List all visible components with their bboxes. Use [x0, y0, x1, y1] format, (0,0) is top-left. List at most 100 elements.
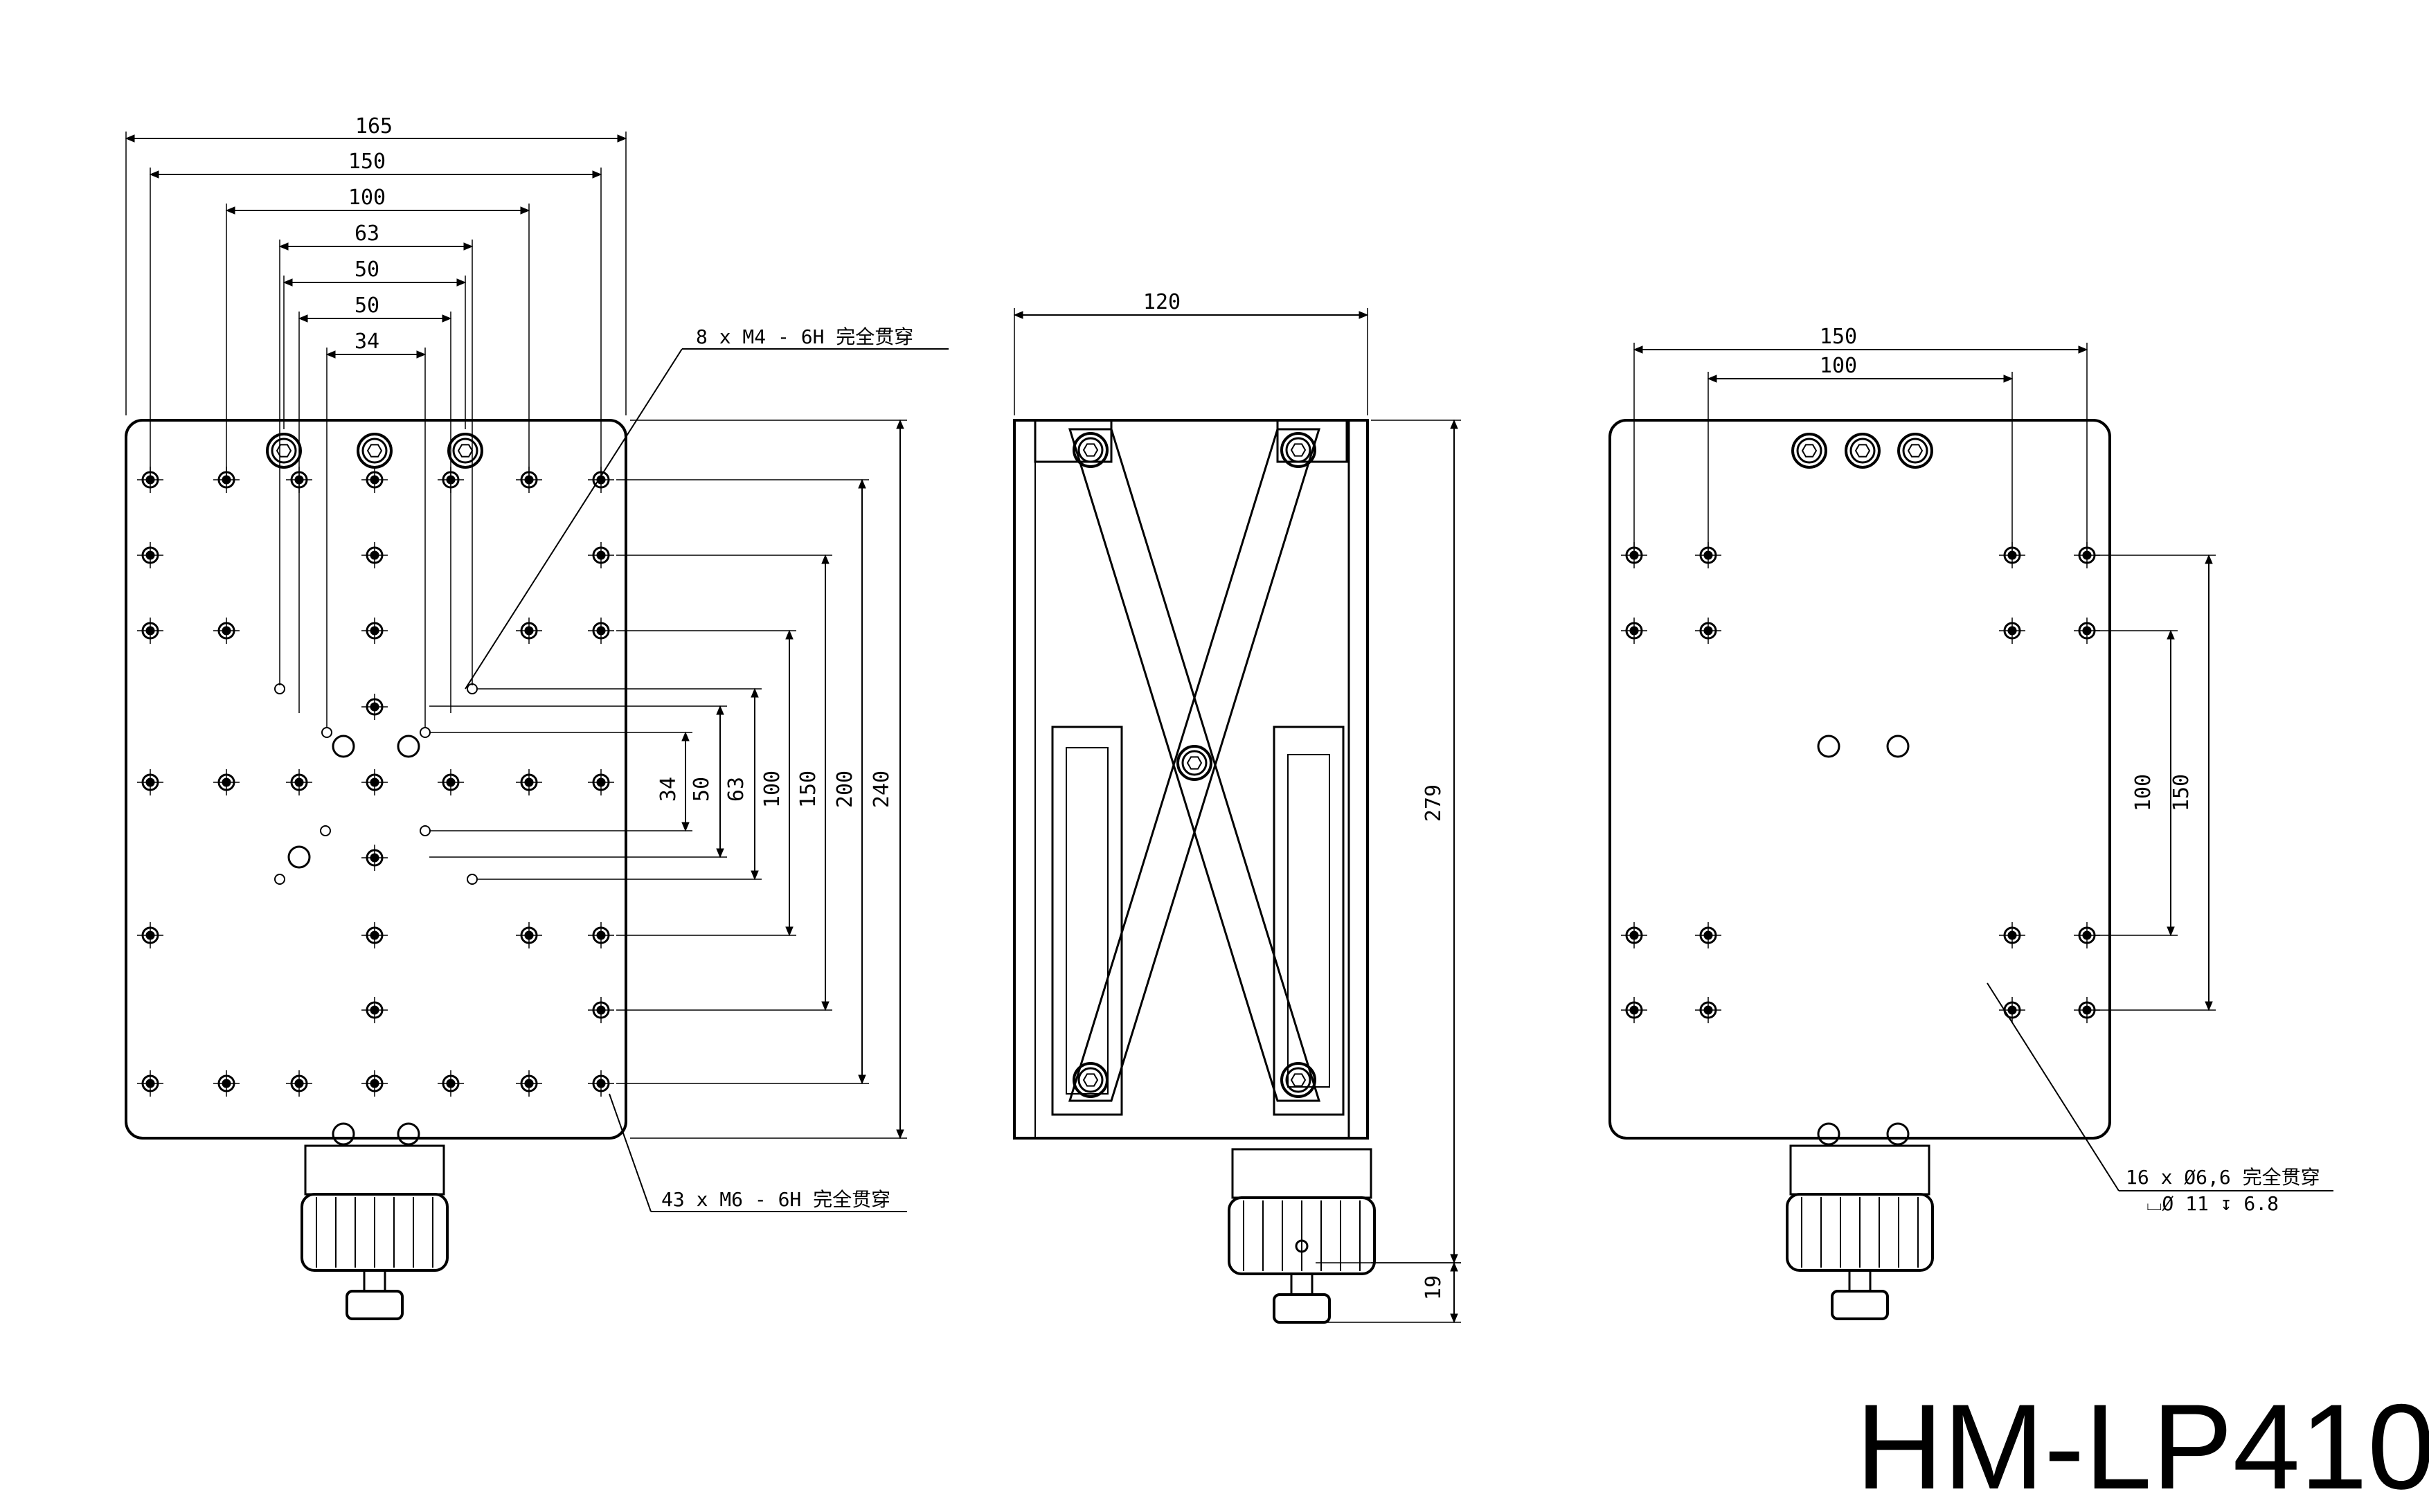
bottom-mount-hole [1817, 735, 1840, 758]
side-lower-slot-left-inner [1066, 747, 1109, 1095]
bottom-mount-hole [1886, 735, 1910, 758]
bottom-dim-100: 100 [1820, 354, 1857, 378]
hex-socket [1290, 1073, 1307, 1087]
front-m4-hole [467, 874, 478, 885]
dimension-arrow [2167, 629, 2175, 640]
front-plate-outline [125, 419, 627, 1140]
dimension-arrow [2205, 554, 2213, 564]
hex-socket [1290, 443, 1307, 457]
dimension-arrow [2205, 1001, 2213, 1011]
side-pivot-nut [1280, 1062, 1316, 1098]
front-vdim-50: 50 [690, 777, 714, 802]
side-right-rail [1347, 419, 1369, 1140]
front-dim-34: 34 [355, 330, 379, 354]
dimension-arrow [858, 478, 866, 489]
side-shaft [1290, 1272, 1314, 1296]
bottom-mount [1789, 1144, 1930, 1196]
dimension-arrow [1633, 345, 1643, 354]
front-m4-hole [274, 683, 285, 694]
hex-socket-ring [1181, 750, 1208, 776]
hex-socket-ring [1285, 1067, 1311, 1093]
front-mount-hole [397, 1122, 420, 1146]
dimension-arrow [520, 206, 530, 215]
side-lower-slot-left [1051, 726, 1123, 1116]
side-top-block-left [1034, 419, 1113, 463]
front-vdim-200: 200 [833, 771, 857, 808]
hex-socket [1907, 444, 1924, 458]
front-leader-m6 [609, 1093, 652, 1212]
side-cap [1273, 1293, 1331, 1324]
hex-socket-ring [361, 438, 388, 464]
dimension-arrow [821, 554, 830, 564]
front-m4-hole [274, 874, 285, 885]
dimension-arrow [442, 314, 452, 323]
dimension-arrow [2167, 926, 2175, 937]
dimension-arrow [463, 242, 474, 251]
side-pivot-nut [1280, 432, 1316, 468]
side-pivot-nut [1073, 432, 1109, 468]
hex-socket [1854, 444, 1871, 458]
dimension-arrow [617, 134, 627, 143]
bottom-plate-outline [1608, 419, 2111, 1140]
front-note-m6: 43 x M6 - 6H 完全贯穿 [661, 1188, 890, 1211]
hex-socket-ring [1285, 437, 1311, 463]
hex-socket-ring [1849, 438, 1876, 464]
dimension-arrow [416, 350, 427, 359]
front-m4-hole [420, 825, 431, 836]
side-lower-slot-right-inner [1287, 754, 1330, 1088]
front-dim-50-a: 50 [355, 258, 379, 282]
dimension-arrow [325, 350, 336, 359]
dimension-arrow [225, 206, 235, 215]
dimension-arrow [2078, 345, 2088, 354]
side-pivot-nut [1176, 745, 1212, 781]
dimension-arrow [125, 134, 135, 143]
hex-socket-ring [452, 438, 478, 464]
front-dim-100: 100 [348, 186, 386, 210]
hex-socket [457, 444, 474, 458]
side-dim-19: 19 [1422, 1275, 1446, 1300]
dimension-arrow [681, 822, 690, 832]
front-leader-m4 [465, 348, 683, 690]
hex-socket-ring [271, 438, 297, 464]
front-cap [346, 1290, 404, 1320]
hex-socket [1082, 1073, 1099, 1087]
hex-socket [1801, 444, 1818, 458]
front-counterbore [287, 845, 311, 869]
front-counterbore [397, 735, 420, 758]
front-shaft [363, 1269, 386, 1293]
hex-socket-ring [1796, 438, 1822, 464]
bottom-hex-screw [1845, 433, 1881, 469]
side-lower-slot-right [1273, 726, 1345, 1116]
dimension-arrow [785, 629, 794, 640]
model-title: HM-LP410 [1856, 1380, 2429, 1512]
front-vdim-150: 150 [796, 771, 821, 808]
front-m4-hole [420, 727, 431, 738]
front-hex-screw-2 [357, 433, 393, 469]
front-mount [304, 1144, 445, 1196]
dimension-arrow [716, 705, 724, 715]
bottom-vdim-150: 150 [2169, 774, 2194, 811]
dimension-arrow [592, 170, 602, 179]
front-vdim-63: 63 [724, 777, 749, 802]
dimension-arrow [681, 731, 690, 741]
side-top-block-right [1276, 419, 1348, 463]
hex-socket [276, 444, 292, 458]
bottom-hex-screw [1897, 433, 1933, 469]
bottom-shaft [1848, 1269, 1872, 1293]
dimension-arrow [278, 242, 289, 251]
side-dim-279: 279 [1422, 784, 1446, 822]
dimension-arrow [751, 687, 759, 698]
front-note-m4: 8 x M4 - 6H 完全贯穿 [696, 325, 913, 348]
hex-socket-ring [1902, 438, 1928, 464]
dimension-arrow [1450, 1261, 1458, 1272]
dimension-arrow [785, 926, 794, 937]
side-mount [1231, 1148, 1372, 1199]
bottom-leader [1987, 982, 2119, 1191]
bottom-hex-screw [1791, 433, 1827, 469]
dimension-arrow [298, 314, 308, 323]
front-dim-150: 150 [348, 150, 386, 174]
front-m4-hole [467, 683, 478, 694]
dimension-arrow [896, 1129, 904, 1140]
dimension-arrow [751, 870, 759, 881]
bottom-note-counterbore: ⌴Ø 11 ↧ 6.8 [2146, 1192, 2279, 1215]
